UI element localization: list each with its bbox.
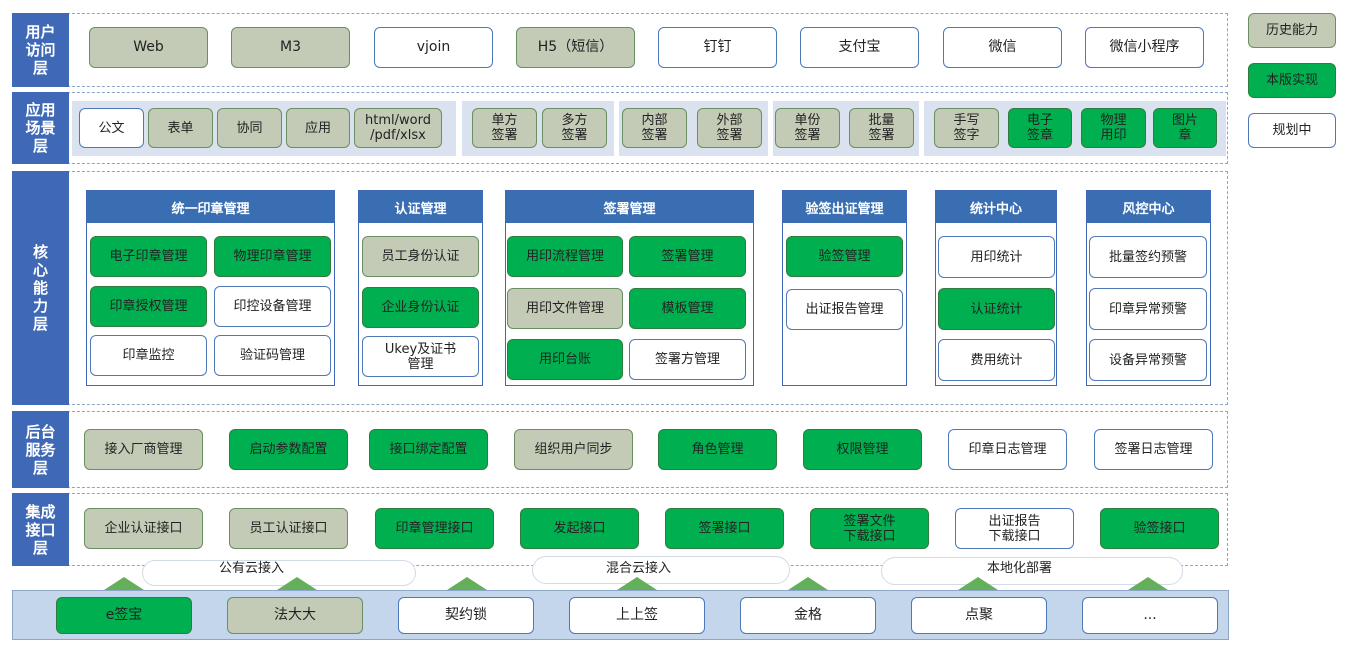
core-item: 用印台账	[507, 339, 623, 380]
core-panel-title: 认证管理	[359, 191, 482, 223]
core-item: 验证码管理	[214, 335, 331, 376]
core-item: 用印文件管理	[507, 288, 623, 329]
core-item: 认证统计	[938, 288, 1055, 330]
core-item: 印章监控	[90, 335, 207, 376]
vendor-item: 金格	[740, 597, 876, 634]
core-item: 验签管理	[786, 236, 903, 277]
core-item: 员工身份认证	[362, 236, 479, 277]
vendor-item: 契约锁	[398, 597, 534, 634]
scenario-item: 表单	[148, 108, 213, 148]
backend-item: 接口绑定配置	[369, 429, 488, 470]
scenario-item: 批量 签署	[849, 108, 914, 148]
up-arrow-icon	[277, 577, 317, 590]
access-item: H5（短信）	[516, 27, 635, 68]
backend-item: 接入厂商管理	[84, 429, 203, 470]
scenario-item: 协同	[217, 108, 282, 148]
scenario-item: 物理 用印	[1081, 108, 1146, 148]
vendor-item: e签宝	[56, 597, 192, 634]
scenario-item: 图片 章	[1153, 108, 1217, 148]
core-panel-title: 签署管理	[506, 191, 753, 223]
up-arrow-icon	[788, 577, 828, 590]
core-layer-title: 核 心 能 力 层	[12, 171, 69, 405]
integration-item: 发起接口	[520, 508, 639, 549]
core-item: 费用统计	[938, 339, 1055, 381]
legend-planned: 规划中	[1248, 113, 1336, 148]
up-arrow-icon	[958, 577, 998, 590]
core-item: 印控设备管理	[214, 286, 331, 327]
backend-item: 签署日志管理	[1094, 429, 1213, 470]
vendor-item: 点聚	[911, 597, 1047, 634]
up-arrow-icon	[1128, 577, 1168, 590]
legend-implemented: 本版实现	[1248, 63, 1336, 98]
core-panel-title: 验签出证管理	[783, 191, 906, 223]
core-item: 批量签约预警	[1089, 236, 1207, 278]
core-item: 签署方管理	[629, 339, 746, 380]
backend-item: 组织用户同步	[514, 429, 633, 470]
deployment-label: 本地化部署	[987, 561, 1053, 576]
scenario-item: 单份 签署	[775, 108, 840, 148]
integration-item: 验签接口	[1100, 508, 1219, 549]
core-item: 印章异常预警	[1089, 288, 1207, 330]
integration-layer-title: 集成 接口 层	[12, 493, 69, 566]
core-item: 出证报告管理	[786, 289, 903, 330]
backend-item: 印章日志管理	[948, 429, 1067, 470]
scenario-item: 手写 签字	[934, 108, 999, 148]
deployment-label: 公有云接入	[219, 561, 285, 576]
core-panel-title: 风控中心	[1087, 191, 1210, 223]
up-arrow-icon	[104, 577, 144, 590]
core-panel-title: 统计中心	[936, 191, 1056, 223]
up-arrow-icon	[617, 577, 657, 590]
core-item: 用印流程管理	[507, 236, 623, 277]
core-item: 模板管理	[629, 288, 746, 329]
scenario-item: 外部 签署	[697, 108, 762, 148]
integration-item: 出证报告 下载接口	[955, 508, 1074, 549]
core-panel-title: 统一印章管理	[87, 191, 334, 223]
access-item: vjoin	[374, 27, 493, 68]
scenario-item: 电子 签章	[1008, 108, 1072, 148]
integration-item: 印章管理接口	[375, 508, 494, 549]
core-item: Ukey及证书 管理	[362, 336, 479, 377]
core-item: 印章授权管理	[90, 286, 207, 327]
access-item: 支付宝	[800, 27, 919, 68]
cloud-shape	[532, 556, 790, 584]
access-layer-title: 用户 访问 层	[12, 13, 69, 87]
deployment-label: 混合云接入	[606, 561, 672, 576]
integration-item: 签署文件 下载接口	[810, 508, 929, 549]
access-item: 钉钉	[658, 27, 777, 68]
access-item: M3	[231, 27, 350, 68]
integration-item: 员工认证接口	[229, 508, 348, 549]
access-item: Web	[89, 27, 208, 68]
core-item: 企业身份认证	[362, 287, 479, 328]
scenario-layer-title: 应用 场景 层	[12, 92, 69, 164]
scenario-item: 应用	[286, 108, 350, 148]
scenario-item: html/word /pdf/xlsx	[354, 108, 442, 148]
access-item: 微信	[943, 27, 1062, 68]
legend-historical: 历史能力	[1248, 13, 1336, 48]
scenario-item: 内部 签署	[622, 108, 687, 148]
core-item: 签署管理	[629, 236, 746, 277]
integration-item: 签署接口	[665, 508, 784, 549]
access-item: 微信小程序	[1085, 27, 1204, 68]
backend-item: 权限管理	[803, 429, 922, 470]
backend-layer-title: 后台 服务 层	[12, 411, 69, 488]
core-item: 设备异常预警	[1089, 339, 1207, 381]
scenario-item: 单方 签署	[472, 108, 537, 148]
up-arrow-icon	[447, 577, 487, 590]
core-panel: 验签出证管理	[782, 190, 907, 386]
vendor-item: 上上签	[569, 597, 705, 634]
backend-item: 启动参数配置	[229, 429, 348, 470]
core-item: 电子印章管理	[90, 236, 207, 277]
scenario-item: 公文	[79, 108, 144, 148]
vendor-item: ...	[1082, 597, 1218, 634]
core-item: 物理印章管理	[214, 236, 331, 277]
core-item: 用印统计	[938, 236, 1055, 278]
vendor-item: 法大大	[227, 597, 363, 634]
integration-item: 企业认证接口	[84, 508, 203, 549]
backend-item: 角色管理	[658, 429, 777, 470]
scenario-item: 多方 签署	[542, 108, 607, 148]
